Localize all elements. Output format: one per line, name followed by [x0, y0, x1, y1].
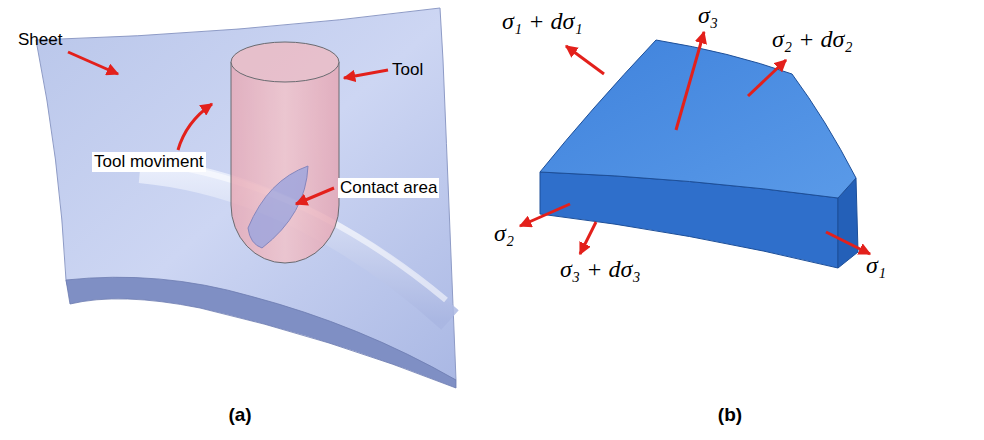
panel-caption: (a) [228, 404, 251, 426]
stress-symbol: σ₂ + dσ₂ [772, 26, 853, 54]
stress-symbol: σ₃ + dσ₃ [560, 256, 641, 284]
panel-caption: (b) [718, 404, 742, 426]
stress-symbol: σ₁ + dσ₁ [502, 8, 583, 36]
part-label: Tool moviment [92, 152, 206, 172]
stress-symbol: σ₃ [698, 2, 718, 30]
part-label: Tool [392, 60, 423, 80]
stress-arrows [520, 32, 870, 254]
stress-element [540, 40, 858, 268]
stress-symbol: σ₁ [866, 252, 886, 280]
tool [231, 42, 339, 263]
sheet [36, 8, 456, 388]
part-label: Contact area [338, 178, 439, 198]
part-label: Sheet [18, 30, 62, 50]
stress-symbol: σ₂ [494, 220, 514, 248]
